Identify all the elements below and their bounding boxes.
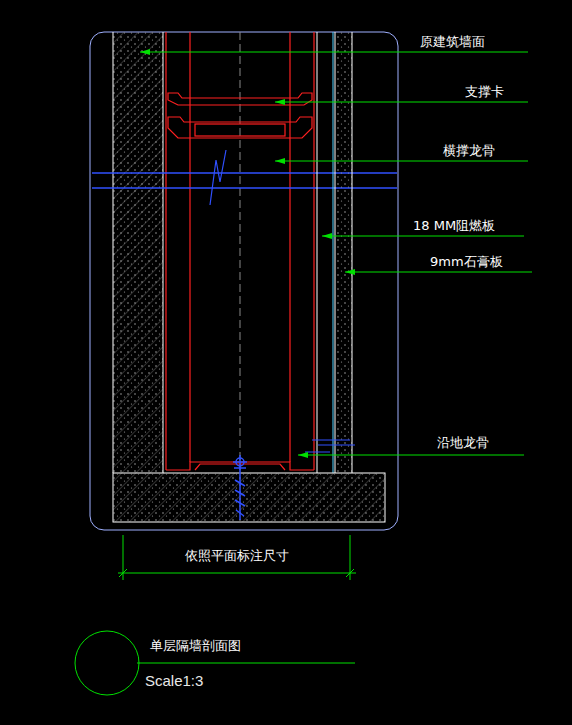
floor-slab — [113, 473, 385, 522]
dimension-line — [118, 535, 356, 580]
callout-label: 横撑龙骨 — [441, 143, 497, 159]
stud-profile — [166, 32, 314, 470]
callout-label: 18 MM阻燃板 — [411, 218, 497, 234]
dimension-text: 依照平面标注尺寸 — [183, 548, 291, 564]
callout-label: 9mm石膏板 — [428, 254, 505, 270]
callout-label: 沿地龙骨 — [435, 435, 491, 451]
existing-wall — [113, 32, 163, 473]
title-circle — [75, 631, 139, 695]
drawing-title: 单层隔墙剖面图 — [148, 638, 243, 654]
gypsum-board — [335, 32, 352, 473]
leader-line — [140, 52, 532, 455]
leader-arrow — [140, 49, 355, 458]
callout-label: 支撑卡 — [463, 84, 506, 100]
callout-label: 原建筑墙面 — [418, 34, 487, 50]
support-clip — [168, 93, 312, 138]
scale-caption: Scale1:3 — [143, 673, 205, 689]
track-fixing — [305, 440, 355, 452]
fire-board — [317, 32, 333, 473]
title-underline — [137, 663, 355, 664]
anchor-screw — [233, 455, 247, 520]
